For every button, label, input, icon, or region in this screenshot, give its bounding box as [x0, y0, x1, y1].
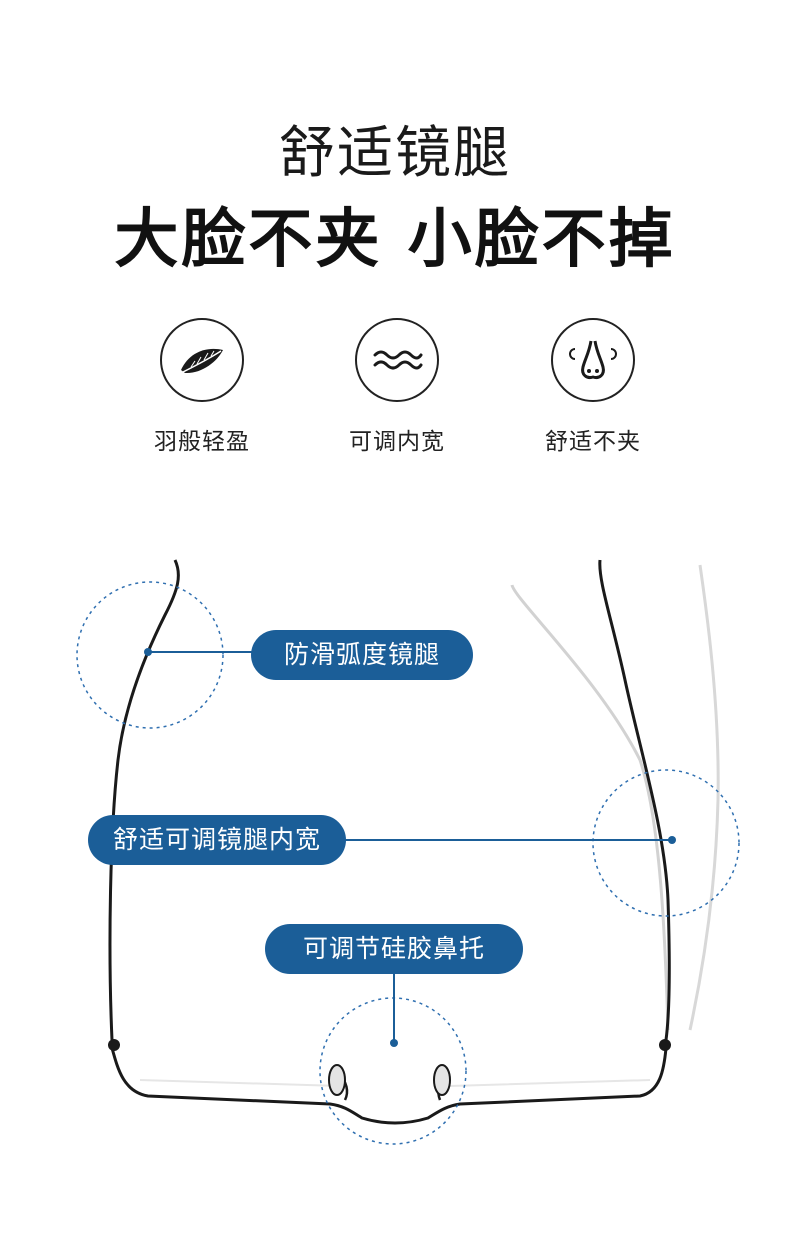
feature-label: 可调内宽 [349, 429, 445, 455]
left-hinge [108, 1039, 120, 1051]
front-frame [110, 1047, 668, 1125]
feature-label: 舒适不夹 [545, 429, 641, 455]
right-hinge [659, 1039, 671, 1051]
left-temple [108, 559, 180, 1041]
section-title: 舒适镜腿 [279, 121, 511, 186]
feather-icon [181, 348, 223, 374]
feature-comfort: 舒适不夹 [513, 318, 673, 456]
nose-pad [433, 1064, 451, 1096]
detail-circle-temple [76, 581, 224, 729]
nose-pad [328, 1064, 346, 1096]
leader-dot [144, 648, 152, 656]
feature-icon-circle [160, 318, 244, 402]
feature-icon-circle [551, 318, 635, 402]
leader-dot [390, 1039, 398, 1047]
feature-lightweight: 羽般轻盈 [122, 318, 282, 456]
feature-label: 羽般轻盈 [154, 429, 250, 455]
ghost-temple [510, 584, 670, 1031]
right-temple [598, 559, 671, 1041]
leader-dot [668, 836, 676, 844]
lens-edge [139, 1079, 651, 1087]
detail-circle-width [592, 769, 740, 917]
feature-icon-circle [355, 318, 439, 402]
callout-nose-pad: 可调节硅胶鼻托 [265, 924, 523, 974]
section-headline: 大脸不夹 小脸不掉 [114, 203, 676, 277]
wave-icon [373, 350, 423, 370]
nose-icon [569, 340, 617, 379]
feature-adjustable: 可调内宽 [317, 318, 477, 456]
callout-adjustable-width: 舒适可调镜腿内宽 [88, 815, 346, 865]
callout-anti-slip-temple: 防滑弧度镜腿 [251, 630, 473, 680]
ghost-temple [688, 564, 720, 1031]
